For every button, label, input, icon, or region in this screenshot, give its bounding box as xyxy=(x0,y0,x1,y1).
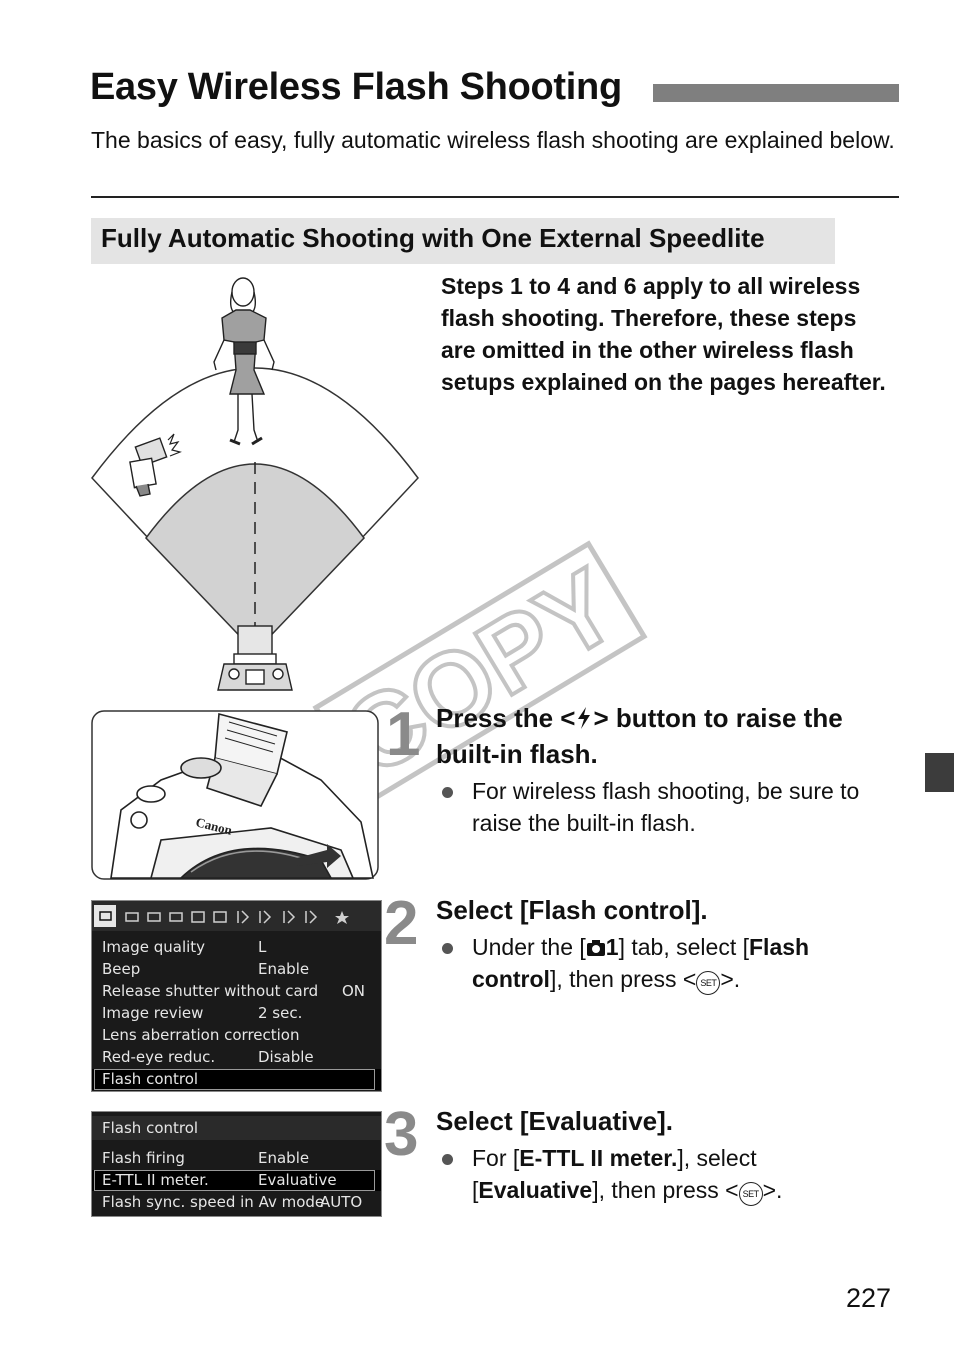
step-2-title: Select [Flash control]. xyxy=(436,895,708,925)
chapter-side-tab xyxy=(925,753,954,792)
step-2-bullet: Under the [1] tab, select [Flash control… xyxy=(442,931,892,995)
menu-row: Lens aberration correction xyxy=(102,1026,300,1044)
page-number: 227 xyxy=(846,1283,892,1313)
external-speedlite-icon xyxy=(129,433,182,497)
subheading-box xyxy=(91,218,835,264)
menu-header: Flash control xyxy=(92,1116,381,1140)
menu-row-selected: E-TTL II meter.Evaluative xyxy=(92,1170,381,1191)
wireless-flash-diagram xyxy=(91,277,419,691)
subheading-text: Fully Automatic Shooting with One Extern… xyxy=(101,223,765,253)
menu-tab-icons xyxy=(94,905,349,927)
flash-bolt-icon xyxy=(578,707,591,729)
set-button-icon: SET xyxy=(696,971,721,995)
intro-paragraph: The basics of easy, fully automatic wire… xyxy=(91,127,895,153)
step-number-3: 3 xyxy=(384,1100,419,1169)
section-divider xyxy=(91,196,899,198)
step-3-bullet: For [E-TTL II meter.], select [Evaluativ… xyxy=(442,1142,892,1206)
menu-row-selected: Flash control xyxy=(92,1069,381,1090)
subject-woman-figure xyxy=(213,277,275,446)
step-number-2: 2 xyxy=(384,889,419,958)
step-1-title: Press the <> button to raise the built-i… xyxy=(436,703,843,769)
page-title: Easy Wireless Flash Shooting xyxy=(90,66,622,108)
set-button-icon: SET xyxy=(738,1182,763,1206)
camera-flash-photo: Canon xyxy=(91,710,379,880)
step-1-bullet: For wireless flash shooting, be sure to … xyxy=(442,775,892,839)
camera-icon xyxy=(217,625,293,691)
step-3-title: Select [Evaluative]. xyxy=(436,1106,673,1136)
menu-tab-bar xyxy=(92,901,381,931)
step-number-1: 1 xyxy=(386,700,421,769)
menu-row: Red-eye reduc.Disable xyxy=(102,1048,314,1066)
steps-note: Steps 1 to 4 and 6 apply to all wireless… xyxy=(441,273,886,395)
flash-button-arrow-icon xyxy=(297,844,341,868)
shooting-tab-camera-icon xyxy=(586,940,605,956)
title-bar-decoration xyxy=(653,84,899,102)
